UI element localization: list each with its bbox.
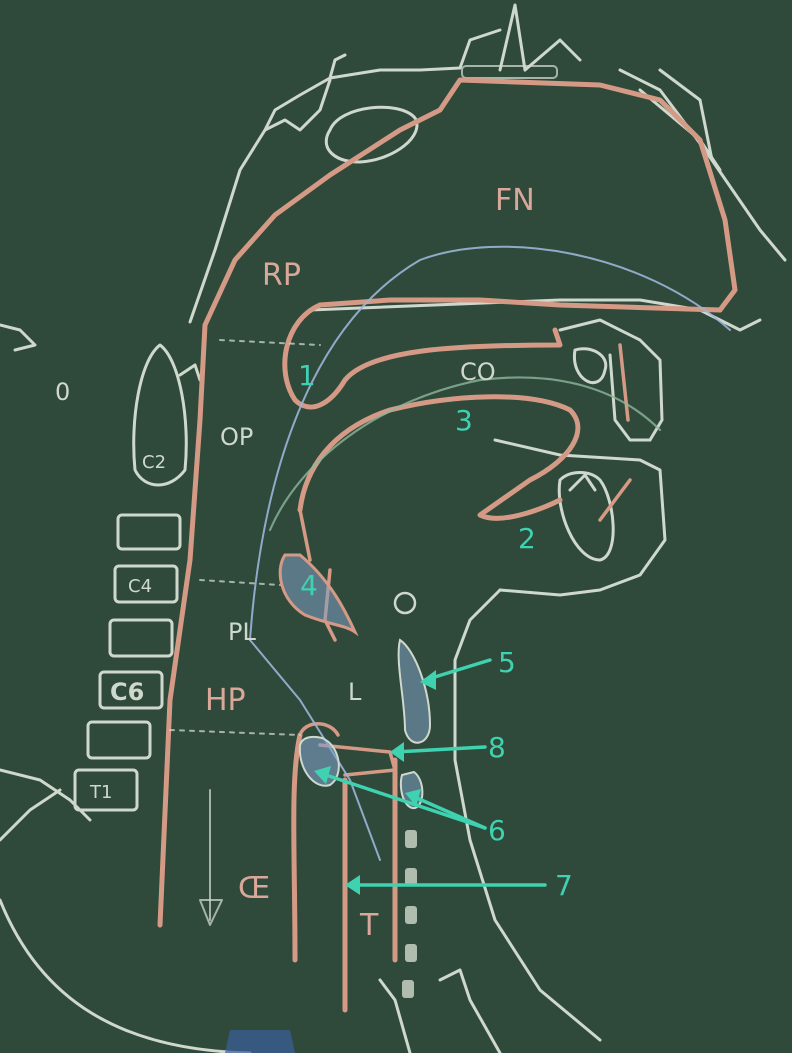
label-6: 6 bbox=[488, 814, 506, 847]
label-c2: C2 bbox=[142, 452, 166, 473]
hyoid-bone bbox=[395, 593, 415, 613]
label-op: OP bbox=[220, 423, 253, 451]
cartilages bbox=[280, 555, 430, 998]
label-oe: Œ bbox=[238, 871, 270, 906]
label-1: 1 bbox=[298, 359, 316, 392]
label-7: 7 bbox=[555, 869, 573, 902]
label-l: L bbox=[348, 678, 362, 706]
label-rp: RP bbox=[262, 258, 301, 293]
label-zero: 0 bbox=[55, 378, 70, 406]
trachea-ring bbox=[405, 830, 417, 848]
label-co: CO bbox=[460, 358, 496, 386]
label-t1: T1 bbox=[89, 782, 112, 803]
trachea-ring bbox=[405, 944, 417, 962]
label-8: 8 bbox=[488, 731, 506, 764]
label-hp: HP bbox=[205, 683, 246, 718]
label-3: 3 bbox=[455, 404, 473, 437]
label-2: 2 bbox=[518, 522, 536, 555]
thyroid-cartilage bbox=[399, 640, 430, 743]
label-5: 5 bbox=[498, 646, 516, 679]
label-t: T bbox=[359, 908, 379, 943]
label-c4: C4 bbox=[128, 576, 152, 597]
label-4: 4 bbox=[300, 569, 318, 602]
trachea-ring bbox=[405, 906, 417, 924]
label-fn: FN bbox=[495, 183, 535, 218]
label-pl: PL bbox=[228, 618, 256, 646]
corner-mark bbox=[225, 1030, 295, 1053]
trachea-ring bbox=[402, 980, 414, 998]
label-c6: C6 bbox=[110, 678, 144, 706]
